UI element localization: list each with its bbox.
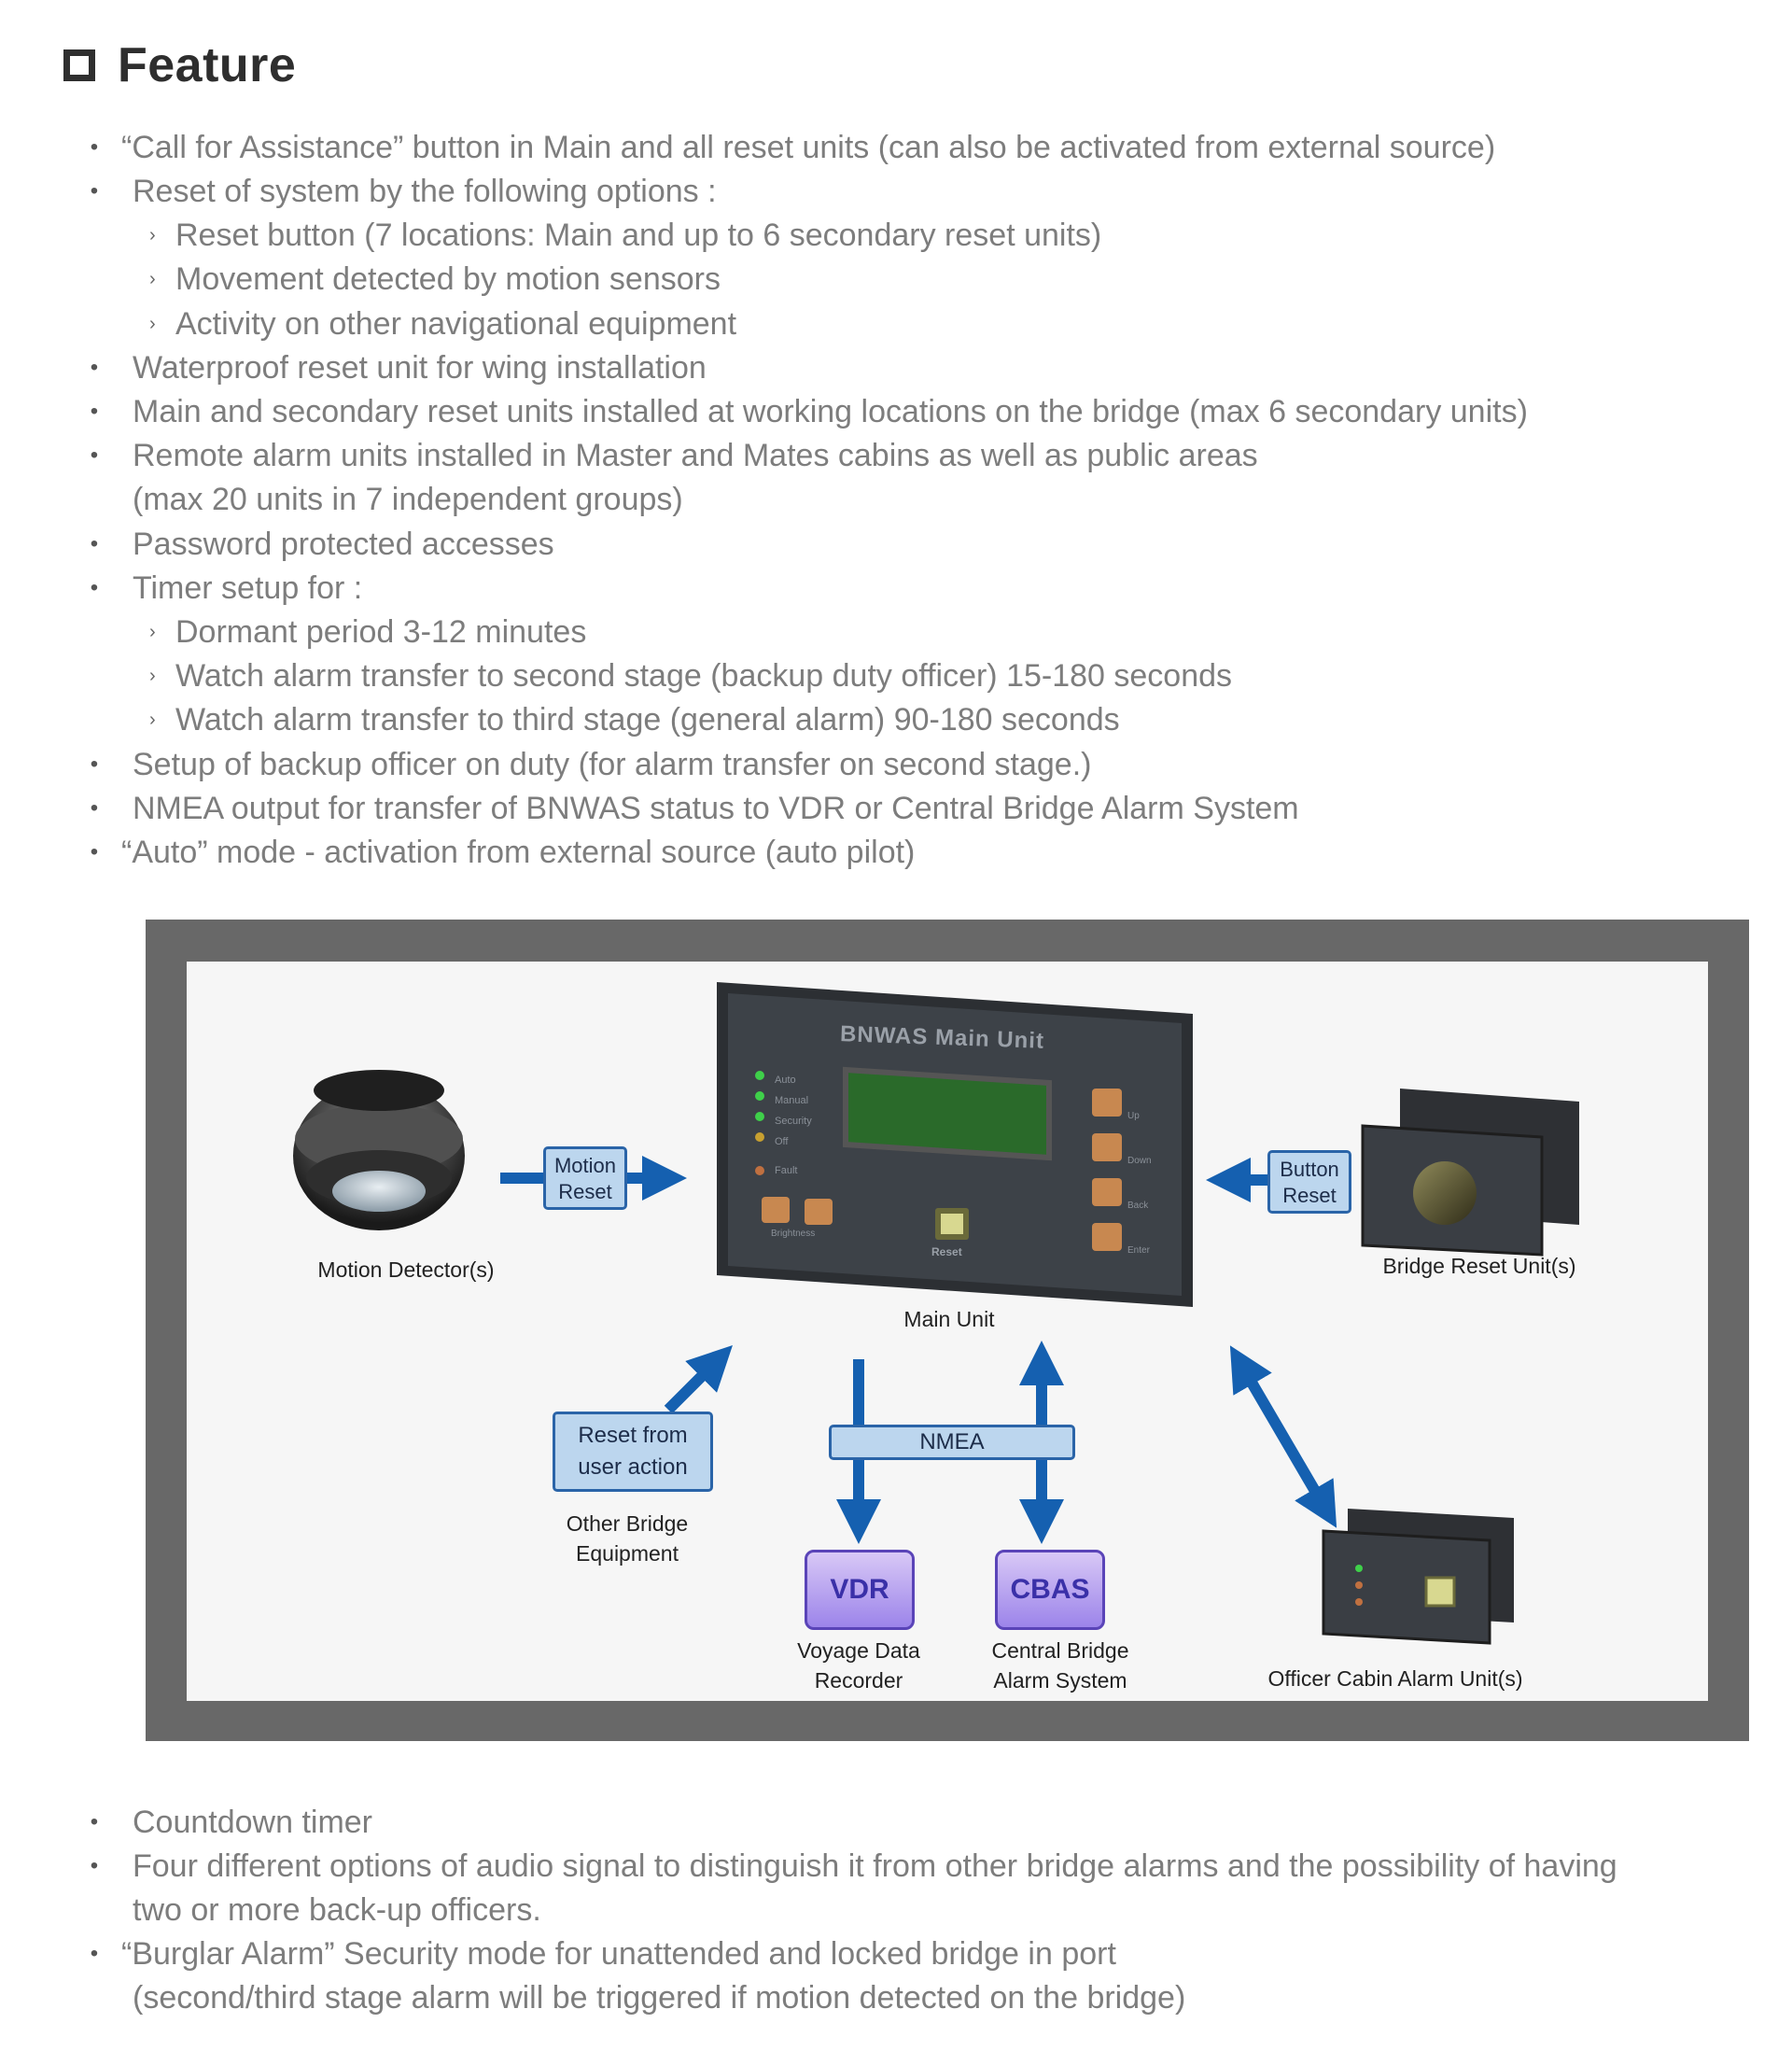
square-bullet-icon	[63, 49, 95, 81]
arrow-bullet-icon: ›	[149, 314, 156, 334]
bullet-icon: •	[90, 1853, 99, 1878]
other-bridge-label: Other Bridge Equipment	[566, 1511, 689, 1566]
reset-key-label: Reset	[931, 1245, 962, 1258]
section-title: Feature	[118, 38, 297, 92]
cbas-label: Central Bridge Alarm System	[991, 1638, 1129, 1693]
side-key-label: Down	[1127, 1156, 1152, 1166]
bullet-icon: •	[90, 1941, 99, 1966]
arrow-bullet-icon: ›	[149, 622, 156, 642]
bullet-icon: •	[90, 134, 99, 160]
bullet-icon: •	[90, 575, 99, 600]
arrow-bullet-icon: ›	[149, 709, 156, 730]
main-unit-label: Main Unit	[903, 1307, 995, 1331]
bullet-icon: •	[90, 399, 99, 424]
bullet-icon: •	[90, 839, 99, 864]
bullet-icon: •	[90, 355, 99, 380]
led-label: Manual	[775, 1095, 809, 1106]
arrow-bullet-icon: ›	[149, 269, 156, 289]
vdr-label: Voyage Data Recorder	[797, 1638, 920, 1693]
motion-detector-label: Motion Detector(s)	[317, 1257, 495, 1282]
reset-user-action-box: Reset from user action	[553, 1412, 713, 1492]
bridge-reset-label: Bridge Reset Unit(s)	[1382, 1254, 1576, 1278]
led-label: Security	[775, 1116, 812, 1127]
button-reset-box: Button Reset	[1267, 1150, 1351, 1214]
cbas-box: CBAS	[995, 1550, 1105, 1630]
bullet-icon: •	[90, 1809, 99, 1834]
bullet-icon: •	[90, 795, 99, 821]
bullet-icon: •	[90, 531, 99, 556]
brightness-label: Brightness	[771, 1229, 816, 1239]
list-item-continuation: two or more back-up officers.	[133, 1892, 541, 1928]
nmea-bar: NMEA	[829, 1425, 1075, 1460]
side-key-label: Up	[1127, 1111, 1140, 1121]
bullet-icon: •	[90, 178, 99, 204]
motion-reset-box: Motion Reset	[543, 1146, 627, 1210]
vdr-box: VDR	[805, 1550, 915, 1630]
arrow-bullet-icon: ›	[149, 666, 156, 686]
bullet-icon: •	[90, 752, 99, 777]
section-header: Feature	[63, 37, 296, 93]
side-key-label: Enter	[1127, 1245, 1150, 1256]
led-label: Auto	[775, 1075, 796, 1086]
list-item-continuation: (second/third stage alarm will be trigge…	[133, 1980, 1186, 2016]
list-item-continuation: (max 20 units in 7 independent groups)	[133, 482, 683, 517]
arrow-bullet-icon: ›	[149, 225, 156, 246]
led-label: Off	[775, 1136, 789, 1147]
side-key-label: Back	[1127, 1201, 1149, 1211]
side-key-labels: Up Down Back Enter	[1127, 1094, 1152, 1273]
main-unit-led-labels: Auto Manual Security Off	[775, 1070, 812, 1152]
bullet-icon: •	[90, 443, 99, 468]
fault-label: Fault	[775, 1165, 798, 1176]
officer-cabin-label: Officer Cabin Alarm Unit(s)	[1267, 1666, 1523, 1691]
